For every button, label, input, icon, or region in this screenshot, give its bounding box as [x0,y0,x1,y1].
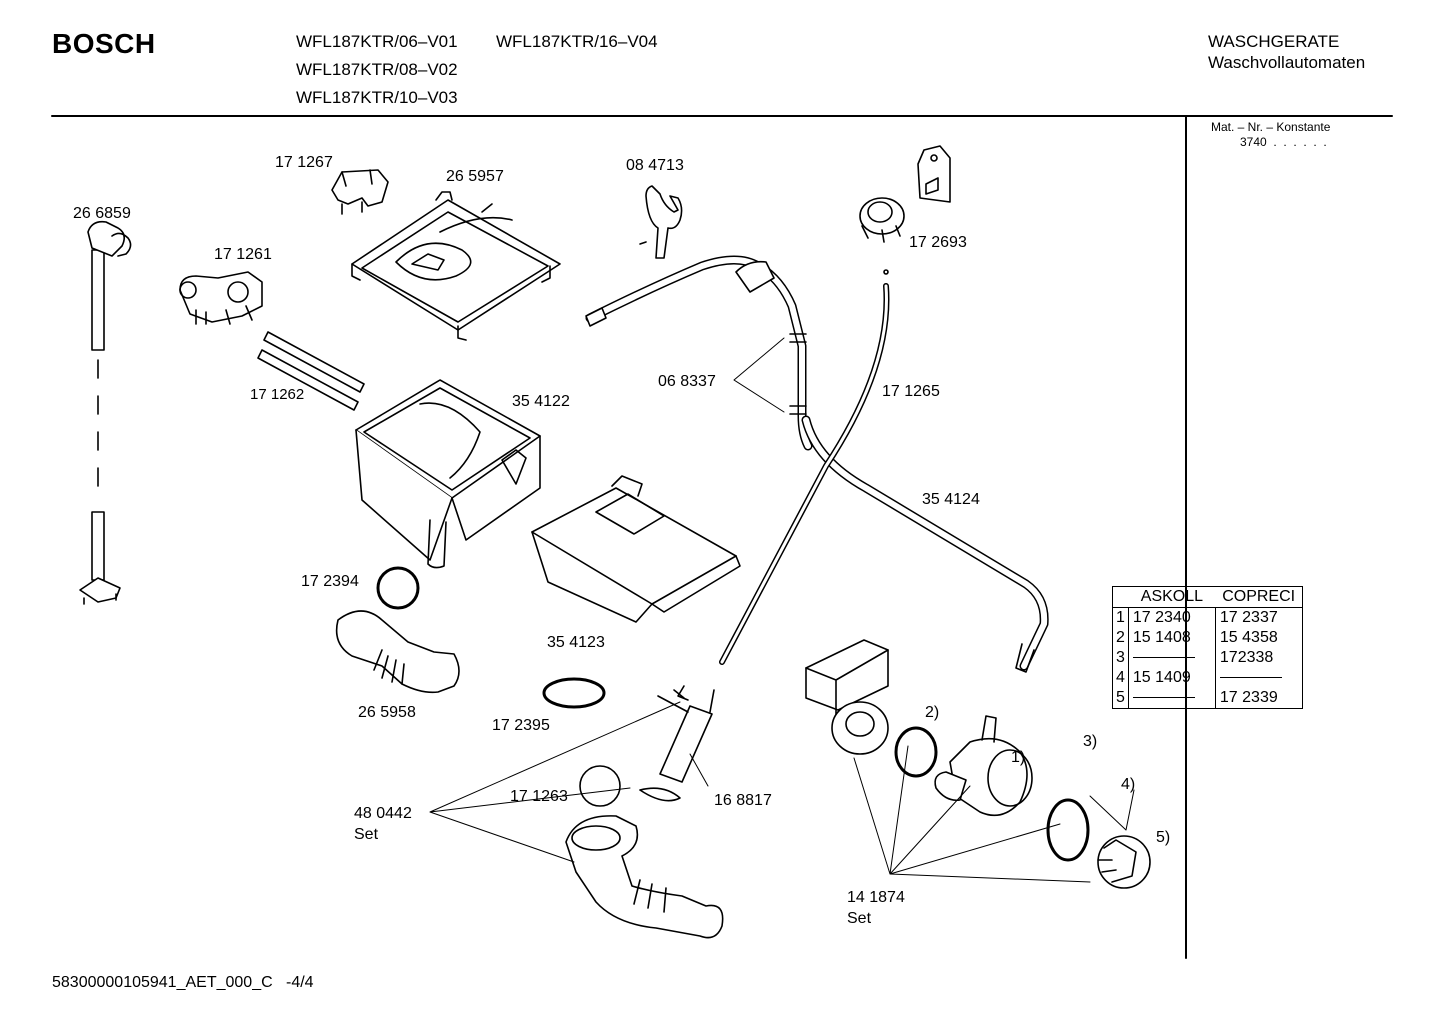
callout-variant-4: 4) [1121,776,1136,793]
callout-354123: 35 4123 [547,634,605,651]
part-168817 [657,685,715,783]
callout-084713: 08 4713 [626,157,684,174]
model-number-2: WFL187KTR/16–V04 [496,32,658,51]
askoll-cell-empty [1128,688,1216,709]
callout-171265: 17 1265 [882,383,940,400]
part-265958 [335,610,460,694]
page-number: -4/4 [285,974,314,991]
not-available-dash [1132,657,1195,659]
part-ball-171263 [579,765,621,807]
part-pressure-switch [859,145,951,243]
part-filter-5 [1097,835,1151,889]
category-title: WASCHGERATE [1208,32,1340,51]
callout-480442: 48 0442 [354,805,412,822]
column-header-copreci: COPRECI [1215,586,1303,608]
model-number-4: WFL187KTR/10–V03 [296,88,458,107]
row-index: 3 [1112,648,1129,668]
part-dispenser-housing [351,191,561,341]
part-ring-172395 [542,677,606,709]
category-subtitle: Waschvollautomaten [1208,53,1366,72]
copreci-cell: 17 2337 [1219,609,1278,626]
row-index: 2 [1112,628,1129,648]
askoll-cell: 17 2340 [1128,607,1216,628]
part-hose-clamp [639,787,681,802]
callout-172693: 17 2693 [909,234,967,251]
row-index: 4 [1112,668,1129,688]
callout-265957: 26 5957 [446,168,504,185]
part-ring-172394 [376,566,420,610]
part-seal-2 [894,726,938,778]
callout-068337: 06 8337 [658,373,716,390]
part-fork-clip [639,185,683,259]
table-row: 2 15 1408 15 4358 [1112,628,1303,648]
copreci-cell: 15 4358 [1219,629,1278,646]
callout-171267: 17 1267 [275,154,333,171]
callout-variant-5: 5) [1156,829,1171,846]
callout-variant-3: 3) [1083,733,1098,750]
askoll-cell: 15 1409 [1128,668,1216,688]
callout-variant-1: 1) [1011,749,1026,766]
callout-171263: 17 1263 [510,788,568,805]
callout-variant-2: 2) [925,704,940,721]
column-header-askoll: ASKOLL [1128,586,1216,608]
part-171265 [719,269,890,665]
not-available-dash [1132,697,1195,699]
part-480442 [565,815,724,939]
part-drain-pump [805,639,889,755]
variant-table: ASKOLL COPRECI 1 17 2340 17 2337 2 15 14… [1112,586,1303,709]
table-row: 1 17 2340 17 2337 [1112,607,1303,628]
callout-168817: 16 8817 [714,792,772,809]
askoll-cell: 15 1408 [1128,628,1216,648]
document-id: 58300000105941_AET_000_C [52,974,273,991]
callout-171261: 17 1261 [214,246,272,263]
part-354122 [355,379,541,569]
footer-doc-id: 58300000105941_AET_000_C -4/4 [52,974,314,992]
part-inlet-hose [79,220,132,605]
part-dispenser-hose [585,255,813,451]
part-354124 [801,415,1049,673]
copreci-cell-empty [1215,668,1302,688]
part-inlet-valve [179,271,263,325]
callout-141874-set: Set [847,910,872,927]
callout-141874: 14 1874 [847,889,905,906]
callout-266859: 26 6859 [73,205,131,222]
callout-171262: 17 1262 [250,386,305,403]
mat-nr-value: 3740 . . . . . . [1240,135,1327,149]
part-171267 [331,169,389,215]
part-354123 [531,475,741,623]
copreci-cell: 17 2339 [1219,689,1278,706]
mat-nr-label: Mat. – Nr. – Konstante [1211,120,1331,134]
askoll-cell-empty [1128,648,1216,668]
table-row: 3 172338 [1112,648,1303,668]
callout-265958: 26 5958 [358,704,416,721]
callout-172395: 17 2395 [492,717,550,734]
model-number-3: WFL187KTR/08–V02 [296,60,458,79]
copreci-cell: 172338 [1219,649,1274,666]
callout-172394: 17 2394 [301,573,359,590]
not-available-dash [1219,677,1282,679]
leader-lines [429,337,1135,883]
part-pump-cover-1 [934,715,1033,817]
part-hose-pieces [257,331,365,411]
table-row: 4 15 1409 [1112,668,1303,688]
model-number-1: WFL187KTR/06–V01 [296,32,458,51]
row-index: 1 [1112,607,1129,628]
row-index: 5 [1112,688,1129,709]
callout-480442-set: Set [354,826,379,843]
table-row: 5 17 2339 [1112,688,1303,709]
callout-354124: 35 4124 [922,491,980,508]
brand-logo: BOSCH [52,28,156,59]
part-ring-3 [1046,798,1090,862]
variant-table-header: ASKOLL COPRECI [1112,586,1303,608]
callout-354122: 35 4122 [512,393,570,410]
